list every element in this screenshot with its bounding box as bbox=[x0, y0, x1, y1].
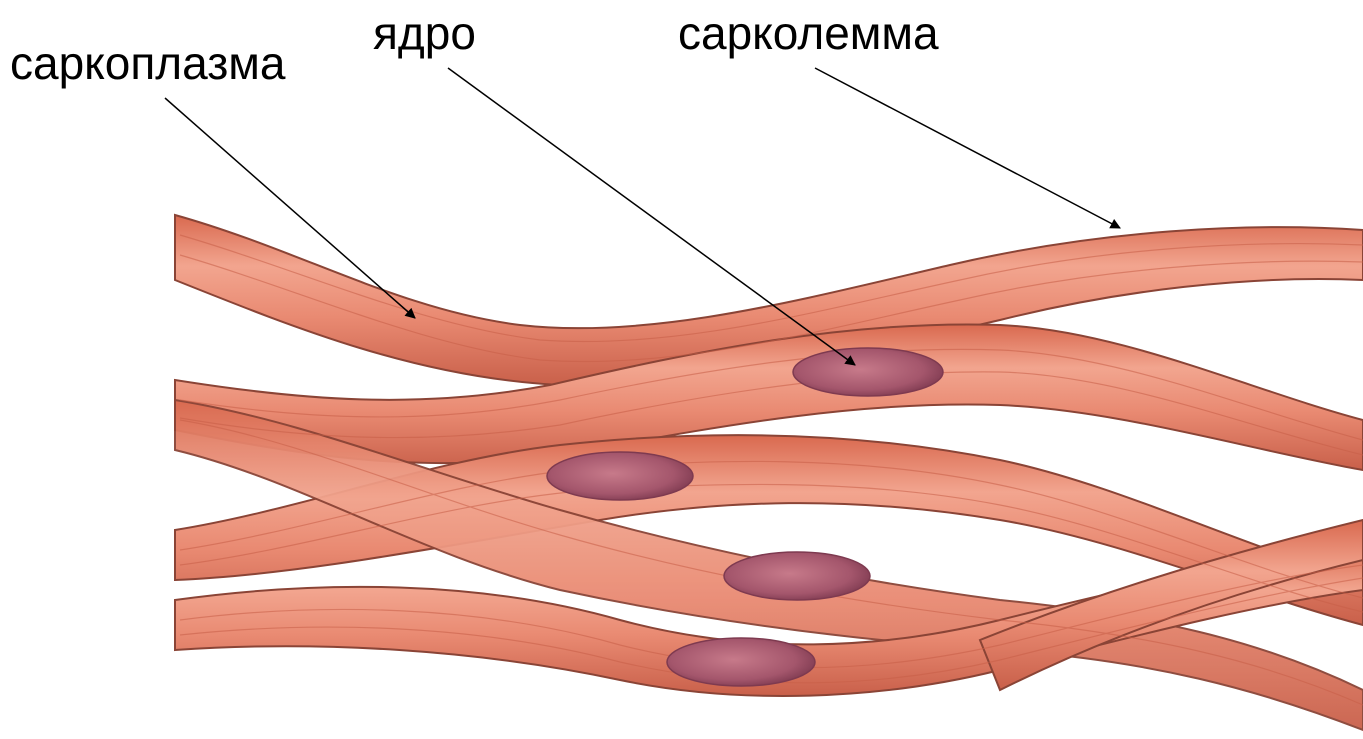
nucleus-shape bbox=[667, 638, 815, 686]
nucleus-shape bbox=[547, 452, 693, 500]
leader-line-sarcolemma bbox=[815, 68, 1120, 228]
leader-line-nucleus bbox=[448, 68, 855, 365]
nucleus-shape bbox=[793, 348, 943, 396]
nucleus-shape bbox=[724, 552, 870, 600]
